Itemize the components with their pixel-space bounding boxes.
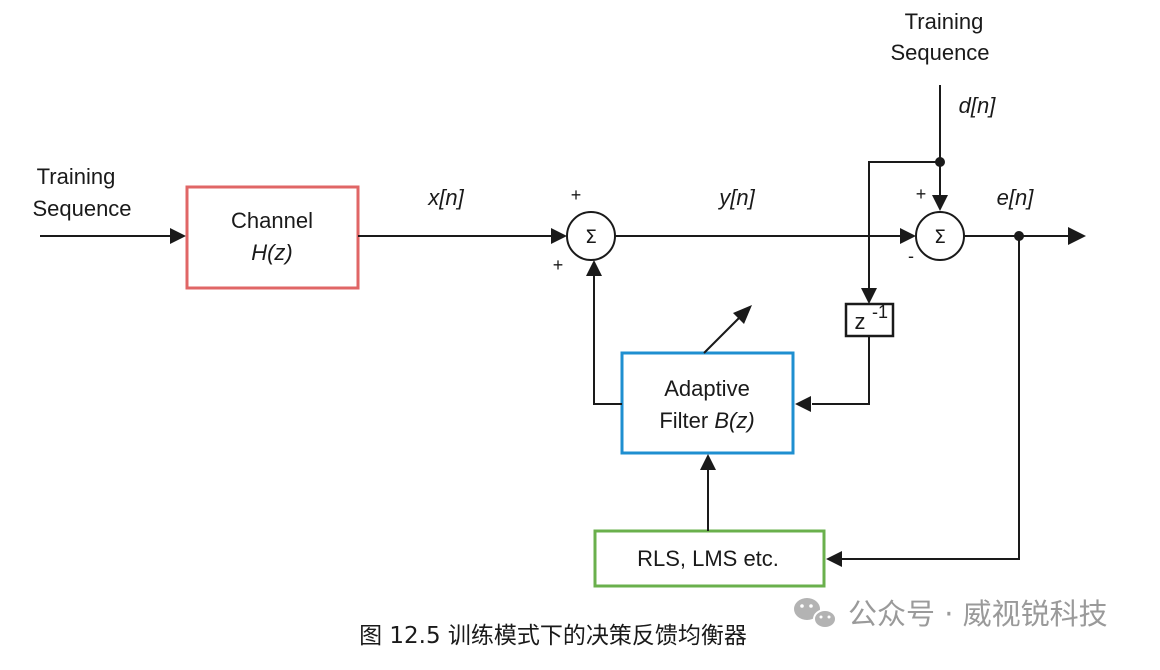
adaptive-filter-label-prefix: Filter — [659, 408, 714, 433]
channel-to-summer-arrowhead — [551, 228, 567, 244]
left-input-label-line2: Sequence — [32, 196, 131, 221]
channel-block — [185, 185, 360, 290]
signal-x-label: x[n] — [427, 185, 464, 210]
adaptive-filter-transfer-function: B(z) — [714, 408, 754, 433]
top-input-label-line2: Sequence — [890, 40, 989, 65]
top-input-label-line1: Training — [905, 9, 984, 34]
adaptive-filter-block — [620, 351, 795, 455]
summer-1-top-sign: + — [571, 185, 582, 205]
desired-signal-arrowhead — [932, 195, 948, 211]
desired-to-delay-arrowhead — [861, 288, 877, 304]
summer-1-sigma-symbol: Σ — [585, 226, 597, 248]
error-to-algorithm-line — [842, 236, 1020, 560]
filter-to-summer-line — [593, 276, 622, 405]
signal-d-label: d[n] — [959, 93, 997, 118]
error-output-arrowhead — [1068, 227, 1086, 245]
adaptation-arrow-head — [733, 305, 752, 324]
summer-2-sigma-symbol: Σ — [934, 226, 946, 248]
left-input-label-line1: Training — [37, 164, 116, 189]
summer1-to-summer2-arrowhead — [900, 228, 916, 244]
algorithm-to-filter-arrowhead — [700, 454, 716, 470]
input-to-channel-arrowhead — [170, 228, 186, 244]
summer-1-bottom-sign: + — [553, 255, 564, 275]
signal-e-label: e[n] — [997, 185, 1035, 210]
delay-base: z — [855, 309, 866, 334]
summer-2-top-sign: + — [916, 184, 927, 204]
filter-to-summer-arrowhead — [586, 260, 602, 276]
watermark-text: 公众号 · 威视锐科技 — [848, 597, 1108, 631]
adaptive-filter-label: Adaptive — [664, 376, 750, 401]
delay-to-filter-line — [812, 336, 870, 405]
adaptation-arrow-line — [703, 315, 742, 354]
adaptive-filter-function: Filter B(z) — [659, 408, 754, 433]
desired-to-delay-line — [868, 161, 940, 290]
algorithm-label: RLS, LMS etc. — [637, 546, 779, 571]
channel-label: Channel — [231, 208, 313, 233]
error-to-algorithm-arrowhead — [826, 551, 842, 567]
summer-2-left-sign: - — [908, 246, 914, 266]
wechat-logo-icon — [794, 598, 837, 629]
signal-y-label: y[n] — [717, 185, 755, 210]
delay-to-filter-arrowhead — [795, 396, 811, 412]
algorithm-block — [593, 529, 826, 588]
figure-caption: 图 12.5 训练模式下的决策反馈均衡器 — [359, 623, 747, 649]
delay-exponent: -1 — [872, 302, 888, 322]
channel-transfer-function: H(z) — [251, 240, 293, 265]
